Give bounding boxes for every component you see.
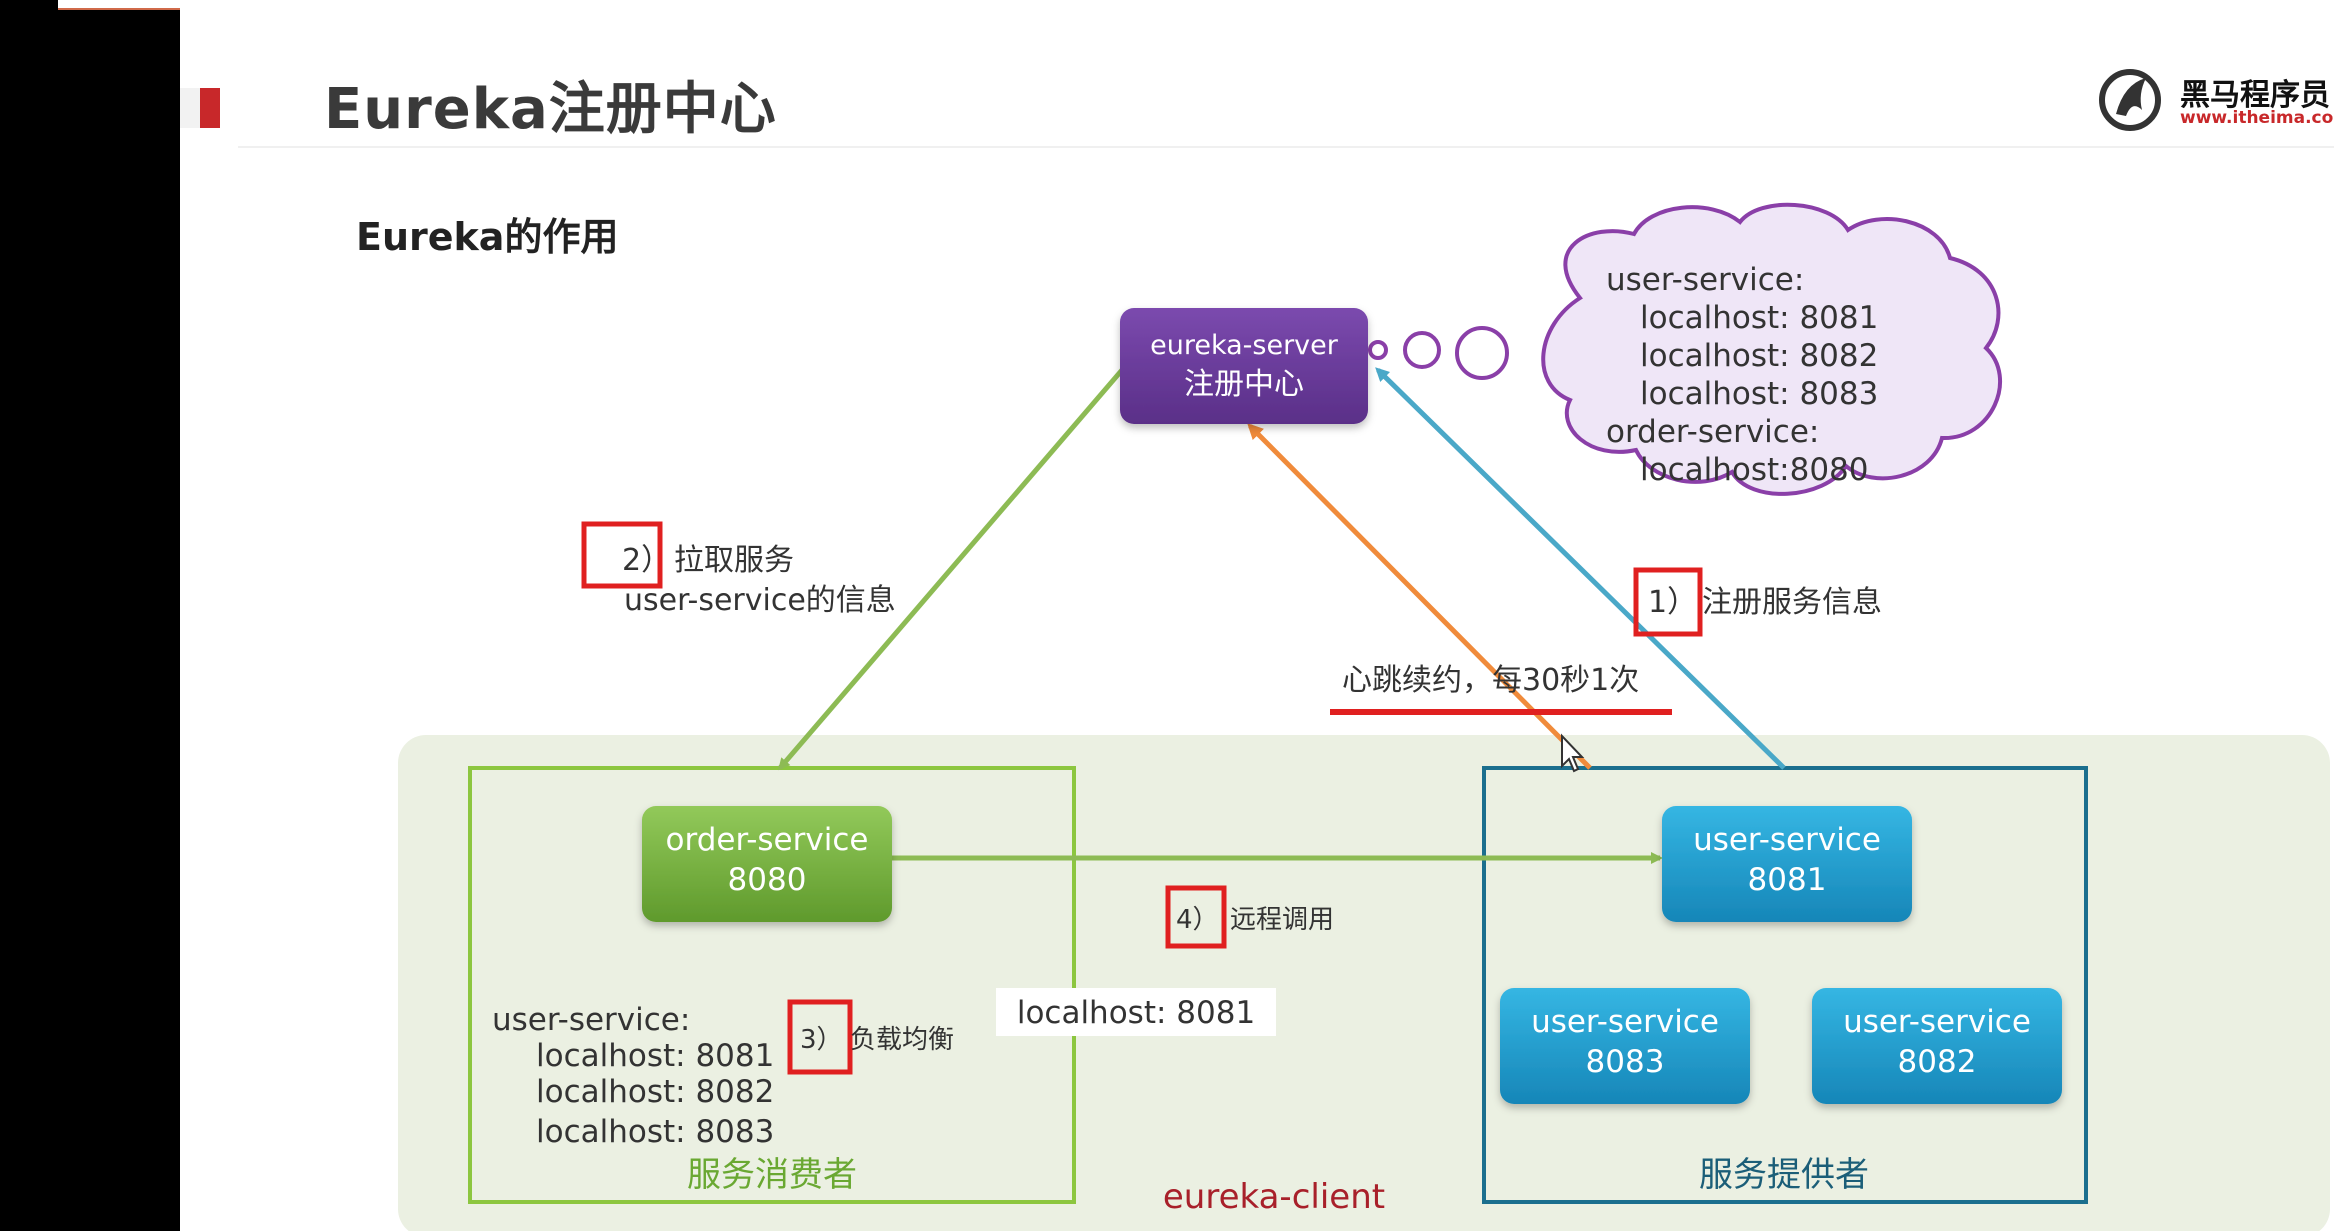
eureka-server-node[interactable]: eureka-server 注册中心 — [1120, 308, 1368, 424]
section-subtitle: Eureka的作用 — [356, 215, 619, 259]
step-2-highlight — [581, 521, 663, 589]
server-role: 注册中心 — [1184, 367, 1304, 402]
user-service-8081-port: 8081 — [1748, 862, 1827, 898]
step-2-detail: user-service的信息 — [624, 583, 896, 618]
consumer-list-line-2: localhost: 8081 — [536, 1038, 774, 1074]
eureka-diagram: user-service: localhost: 8081 localhost:… — [398, 202, 2330, 1231]
register-arrow — [1375, 367, 1786, 770]
horse-logo-icon — [2099, 69, 2161, 131]
order-service-port: 8080 — [728, 862, 807, 898]
logo-url: www.itheima.com — [2180, 108, 2334, 128]
step-4-text: 远程调用 — [1230, 905, 1334, 935]
consumer-list-line-4: localhost: 8083 — [536, 1114, 774, 1150]
step-2-text: 拉取服务 — [674, 543, 794, 578]
provider-frame — [1482, 766, 2088, 1204]
step-3-number: 3） — [800, 1025, 843, 1055]
title-accent-shadow — [180, 88, 200, 128]
user-service-8083-name: user-service — [1531, 1004, 1719, 1040]
provider-label: 服务提供者 — [1699, 1155, 1869, 1195]
order-service-name: order-service — [666, 822, 869, 858]
step-1-text: 注册服务信息 — [1702, 585, 1882, 620]
cloud-line-4: localhost: 8083 — [1640, 376, 1878, 412]
consumer-list-line-3: localhost: 8082 — [536, 1074, 774, 1110]
consumer-label: 服务消费者 — [687, 1155, 857, 1195]
slide: Eureka注册中心 黑马程序员 www.itheima.com Eureka的… — [180, 8, 2334, 1231]
user-service-8081-name: user-service — [1693, 822, 1881, 858]
order-service-node[interactable]: order-service 8080 — [642, 806, 892, 922]
cloud-line-1: user-service: — [1606, 262, 1804, 298]
selected-address: localhost: 8081 — [1017, 995, 1255, 1031]
step-3-text: 负载均衡 — [850, 1025, 954, 1055]
step-1-number: 1） — [1648, 585, 1697, 620]
logo-name: 黑马程序员 — [2180, 78, 2330, 113]
heartbeat-arrow — [1247, 423, 1592, 770]
title-divider — [238, 146, 2334, 148]
step-3-highlight — [787, 999, 853, 1075]
user-service-8083-node[interactable]: user-service 8083 — [1500, 988, 1750, 1104]
cloud-line-5: order-service: — [1606, 414, 1819, 450]
user-service-8081-node[interactable]: user-service 8081 — [1662, 806, 1912, 922]
user-service-8082-node[interactable]: user-service 8082 — [1812, 988, 2062, 1104]
title-accent-bar — [200, 88, 220, 128]
pull-arrow — [778, 368, 1124, 771]
selected-address-box — [996, 988, 1276, 1036]
registry-cloud — [1368, 202, 2003, 496]
consumer-list-line-1: user-service: — [492, 1002, 690, 1038]
mouse-cursor-icon — [1561, 733, 1585, 773]
step-4-number: 4） — [1176, 905, 1219, 935]
eureka-client-label: eureka-client — [1163, 1177, 1385, 1217]
user-service-8082-name: user-service — [1843, 1004, 2031, 1040]
cloud-line-6: localhost:8080 — [1640, 452, 1869, 488]
server-name: eureka-server — [1150, 330, 1339, 361]
user-service-8082-port: 8082 — [1898, 1044, 1977, 1080]
step-1-highlight — [1633, 567, 1703, 637]
heartbeat-text: 心跳续约，每30秒1次 — [1342, 663, 1639, 698]
step-2-number: 2） — [622, 543, 671, 578]
cloud-line-3: localhost: 8082 — [1640, 338, 1878, 374]
cloud-line-2: localhost: 8081 — [1640, 300, 1878, 336]
step-4-highlight — [1165, 885, 1227, 949]
consumer-frame — [468, 766, 1076, 1204]
user-service-8083-port: 8083 — [1586, 1044, 1665, 1080]
slide-title: Eureka注册中心 — [324, 77, 777, 142]
